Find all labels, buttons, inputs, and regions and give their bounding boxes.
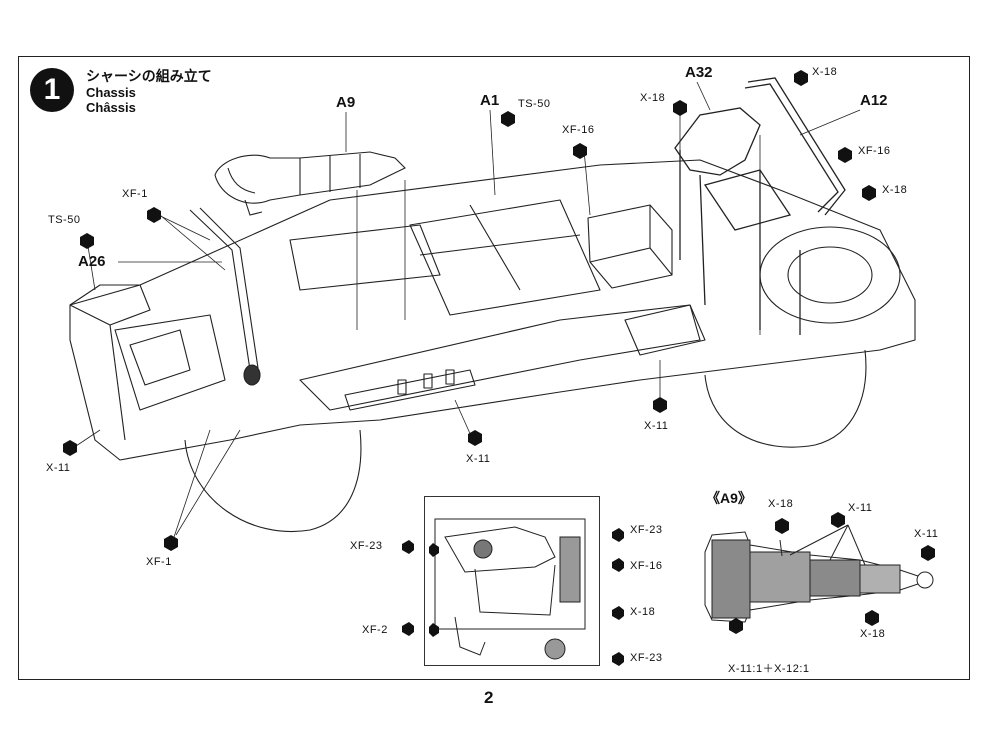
a9-label-x18-bottom: X-18 [860,628,886,640]
step-number-badge: 1 [30,68,74,112]
part-label-a12: A12 [860,92,888,109]
paint-label-ts50-top: TS-50 [518,98,551,110]
a9-label-mix: X-11:1＋X-12:1 [728,663,810,675]
instruction-frame [18,56,970,680]
engine-detail-drawing [429,518,586,660]
step-title-japanese: シャーシの組み立て [86,69,212,85]
part-label-a1: A1 [480,92,500,109]
a9-label-x18-top: X-18 [768,498,794,510]
inset-label-x18: X-18 [630,606,656,618]
inset-label-xf2: XF-2 [362,624,388,636]
paint-label-xf1-left: XF-1 [122,188,148,200]
inset-label-xf23-right-top: XF-23 [630,524,663,536]
paint-label-x11-center: X-11 [466,453,491,465]
part-label-a9: A9 [336,94,356,111]
paint-label-xf1-bottom: XF-1 [146,556,172,568]
step-title-portuguese: Châssis [86,100,136,115]
paint-label-x11-left: X-11 [46,462,71,474]
part-label-a26: A26 [78,253,106,270]
paint-label-x18-top-left: X-18 [640,92,666,104]
paint-label-xf16-right: XF-16 [858,145,891,157]
engine-detail-inset [424,496,600,666]
a9-label-x11-right: X-11 [914,528,939,540]
inset-label-xf23-left: XF-23 [350,540,383,552]
step-title-english: Chassis [86,85,136,100]
paint-label-x18-right: X-18 [882,184,908,196]
inset-label-xf23-right-bottom: XF-23 [630,652,663,664]
a9-detail-title: 《A9》 [706,490,752,506]
paint-label-ts50-left: TS-50 [48,214,81,226]
part-label-a32: A32 [685,64,713,81]
page-number: 2 [484,688,494,707]
paint-label-x18-top-right: X-18 [812,66,838,78]
paint-label-x11-right: X-11 [644,420,669,432]
inset-label-xf16: XF-16 [630,560,663,572]
paint-label-xf16-top: XF-16 [562,124,595,136]
a9-label-x11-top: X-11 [848,502,873,514]
